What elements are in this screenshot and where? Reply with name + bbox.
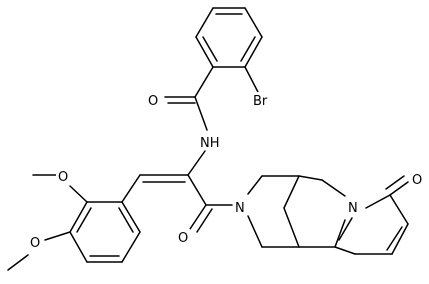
amide-oxygen-label: O	[148, 94, 158, 109]
vinyl-bonds	[121, 174, 189, 203]
ketone-oxygen-label: O	[178, 231, 188, 246]
methoxy-bonds	[7, 174, 88, 271]
ring-nitrogen-label: N	[235, 201, 245, 216]
methoxy-oxygen-top-label: O	[58, 170, 68, 185]
ketone-bonds	[187, 174, 233, 233]
amide-nh-label: NH	[200, 136, 220, 151]
atom-labels: Br O NH O O O N N O	[28, 92, 424, 251]
pyridone-oxygen-label: O	[412, 173, 422, 188]
bromine-label: Br	[253, 94, 268, 109]
bromophenyl-ring	[195, 7, 263, 68]
dimethoxyphenyl-ring	[69, 201, 141, 263]
nh-vinyl-bond	[187, 150, 206, 176]
c-br-bond	[244, 66, 260, 95]
pyridone-ring	[334, 175, 409, 255]
bicyclic-cage	[247, 175, 346, 248]
amide-bonds	[164, 66, 214, 131]
pyridone-nitrogen-label: N	[348, 201, 358, 216]
methoxy-oxygen-bottom-label: O	[30, 236, 40, 251]
